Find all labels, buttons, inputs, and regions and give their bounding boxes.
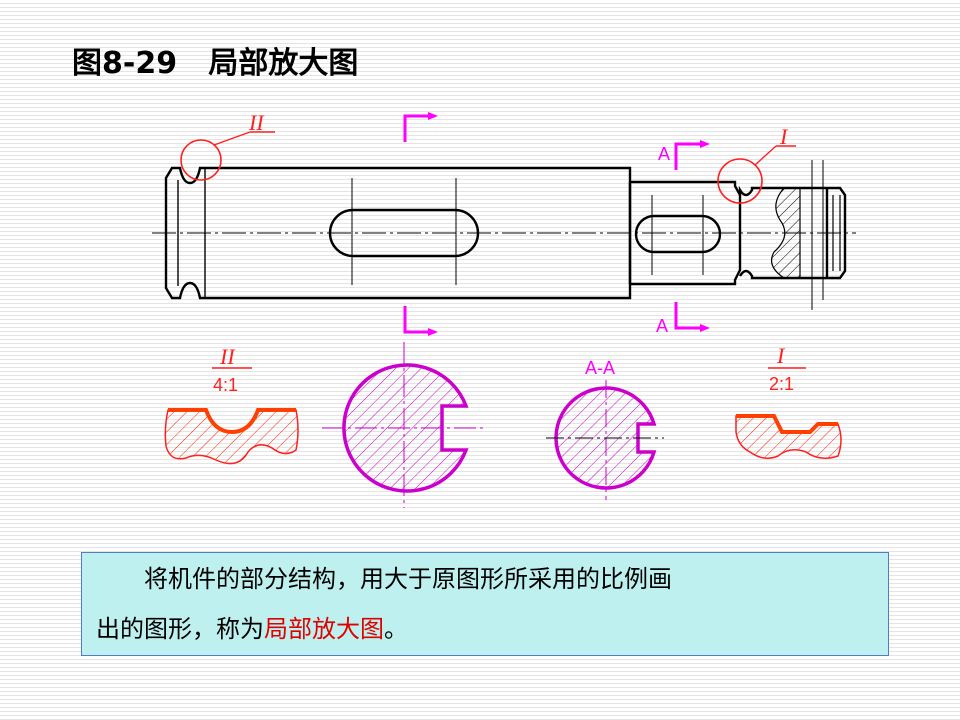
caption-line-1: 将机件的部分结构，用大于原图形所采用的比例画 <box>96 554 878 604</box>
scale-i-label: I <box>776 343 786 368</box>
section-view-aa <box>546 380 664 500</box>
scale-ii-label: II <box>219 344 236 369</box>
section-marker-a-top <box>674 142 700 170</box>
detail-circle-i <box>717 158 763 204</box>
caption-text-2: 出的图形，称为 <box>96 615 264 643</box>
detail-view-i <box>735 415 842 459</box>
section-marker-a-bottom <box>674 302 700 330</box>
label-section-a-top: A <box>658 144 670 164</box>
section-aa-label: A-A <box>585 358 615 378</box>
caption-highlight: 局部放大图 <box>264 615 384 643</box>
section-marker-top-left <box>403 114 428 142</box>
caption-box: 将机件的部分结构，用大于原图形所采用的比例画 出的图形，称为局部放大图。 <box>81 552 889 656</box>
scale-ii-ratio: 4:1 <box>213 375 238 395</box>
caption-line-2: 出的图形，称为局部放大图。 <box>96 604 878 654</box>
section-view-left <box>322 342 486 508</box>
detail-circle-ii <box>180 139 222 181</box>
page-title: 图8-29 局部放大图 <box>72 46 359 81</box>
detail-view-ii <box>164 409 299 465</box>
construction-lines <box>351 160 824 310</box>
caption-text-3: 。 <box>384 615 408 643</box>
label-detail-i: I <box>779 124 789 149</box>
caption-text-1: 将机件的部分结构，用大于原图形所采用的比例画 <box>144 565 672 593</box>
scale-i-ratio: 2:1 <box>769 374 794 394</box>
label-detail-ii: II <box>248 110 265 135</box>
label-section-a-bottom: A <box>656 316 668 336</box>
section-marker-bottom-left <box>403 306 428 334</box>
